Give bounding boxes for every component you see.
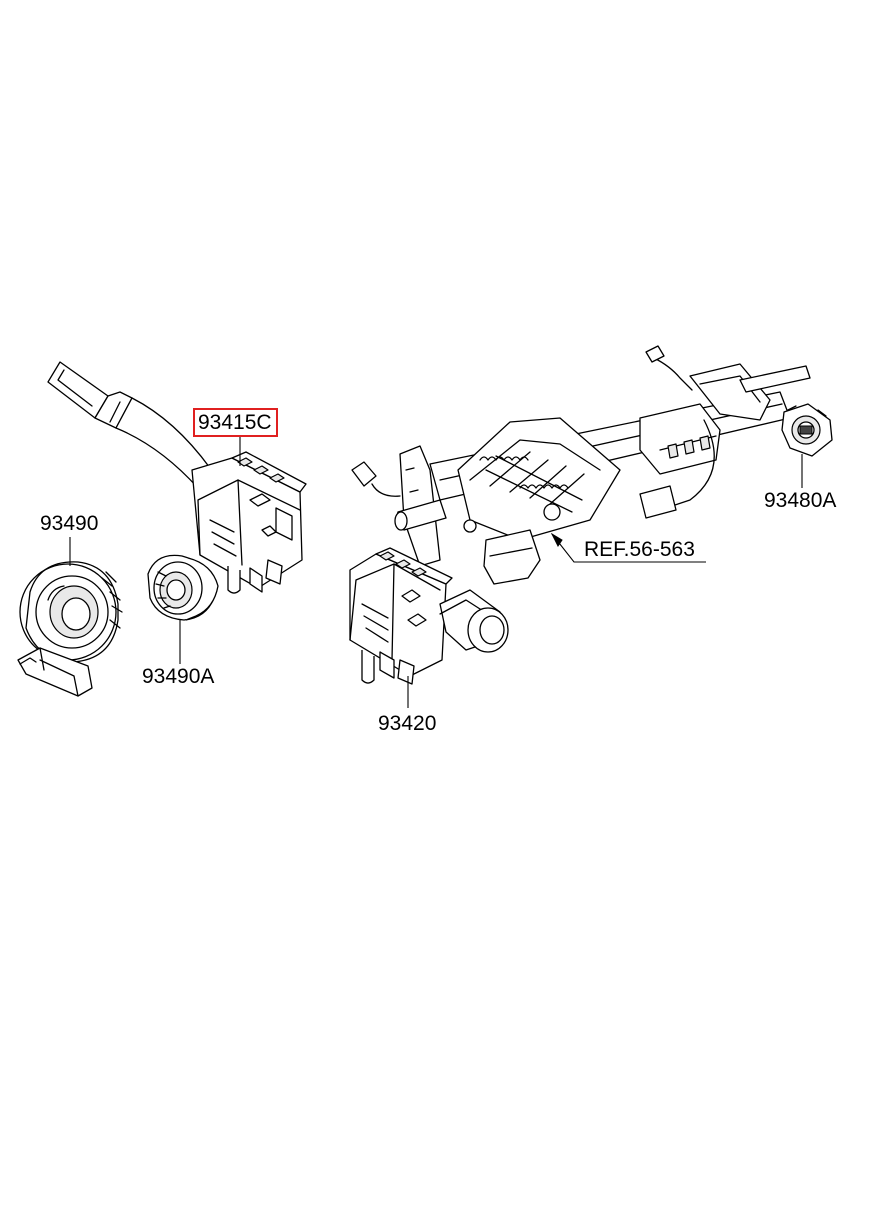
part-label-93490a[interactable]: 93490A	[142, 665, 215, 688]
steering-column-assembly[interactable]	[351, 345, 811, 585]
part-label-93480a[interactable]: 93480A	[764, 489, 837, 512]
clock-spring-assembly[interactable]	[17, 561, 123, 697]
part-label-93420[interactable]: 93420	[378, 712, 437, 735]
steering-angle-sensor[interactable]	[147, 554, 219, 621]
part-label-93490[interactable]: 93490	[40, 512, 99, 535]
key-sensor-assembly[interactable]	[781, 403, 833, 457]
lever-switch-assembly[interactable]	[47, 361, 307, 594]
reference-label[interactable]: REF.56-563	[584, 538, 695, 561]
wiper-switch-assembly[interactable]	[349, 547, 509, 685]
part-label-93415c[interactable]: 93415C	[193, 408, 278, 437]
leader-ref-arrowhead	[550, 532, 563, 547]
